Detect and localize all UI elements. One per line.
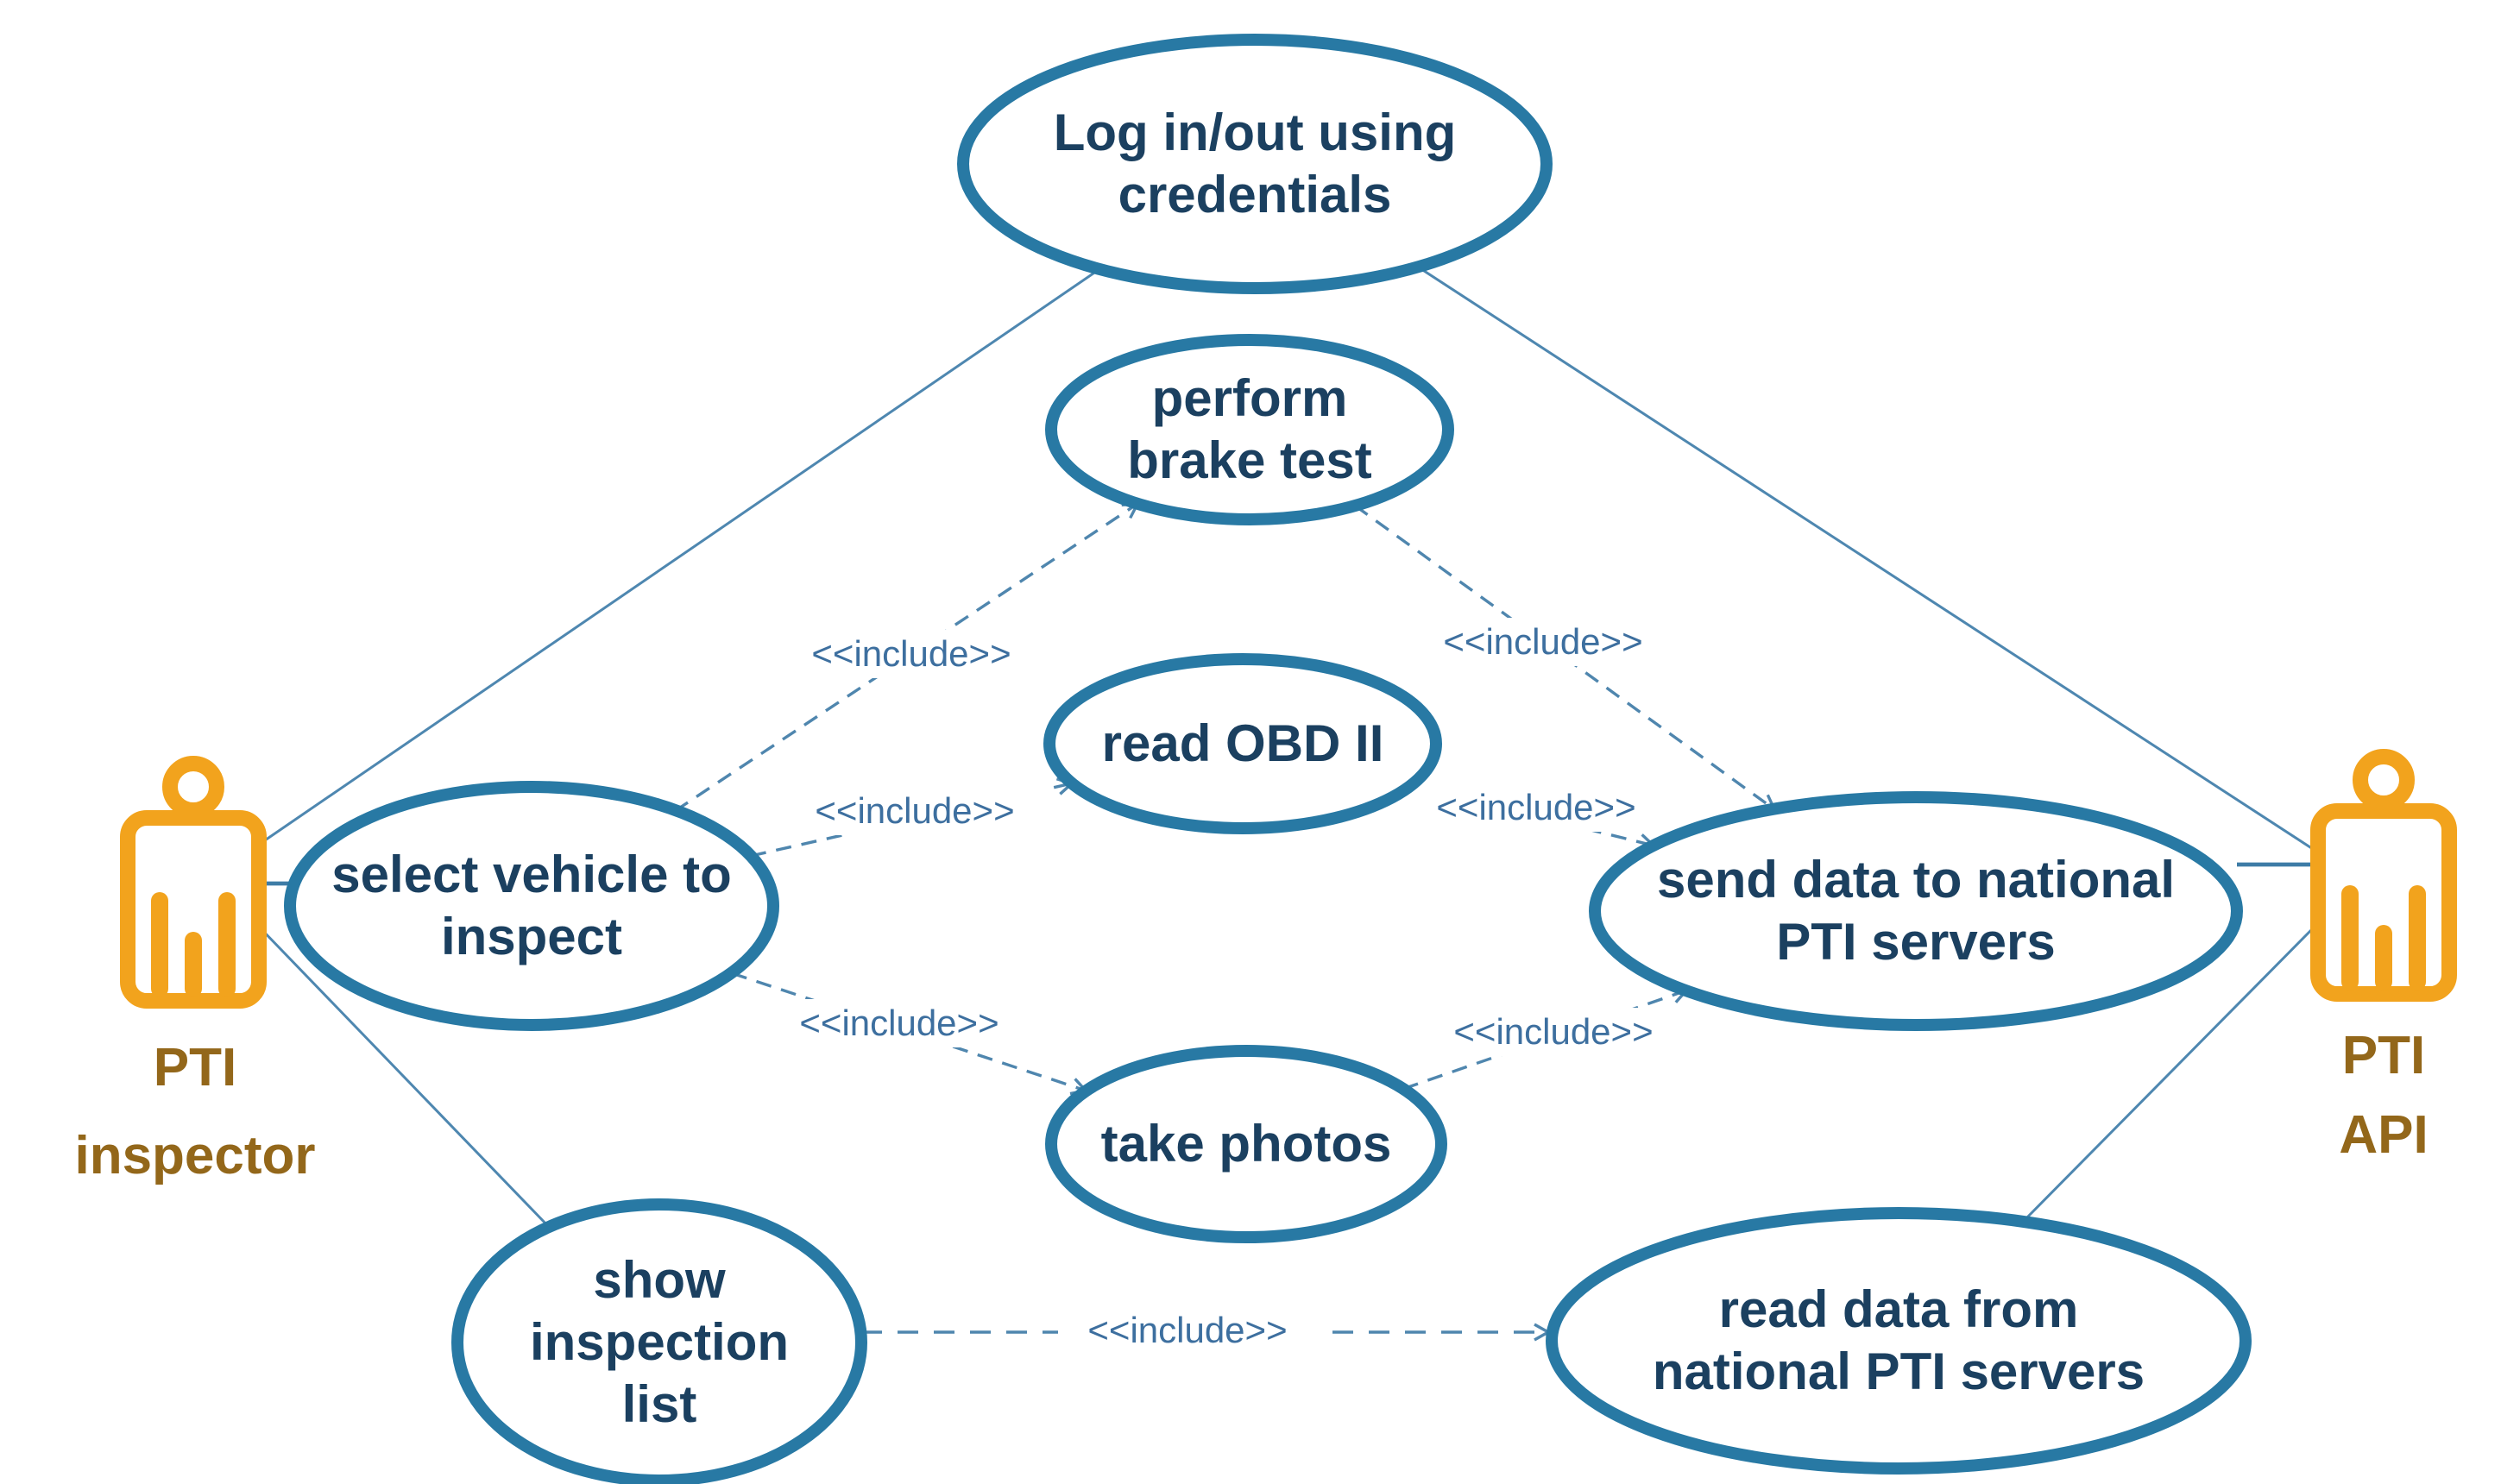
include-label: <<include>> [1424,1008,1683,1056]
association-api-read-data [2021,927,2315,1223]
label-mask [1414,618,1673,666]
include-label: <<include>> [1058,1305,1317,1353]
use-case-select-vehicle: select vehicle to inspect [284,781,779,1031]
use-case-label: national PTI servers [1653,1343,2145,1400]
actor-label: inspector [74,1126,315,1185]
use-case-label: Log in/out using [1054,104,1457,161]
use-case-perform-brake-test: perform brake test [1045,334,1454,525]
person-leg-middle [2375,925,2392,990]
use-case-label: send data to national [1657,851,2175,909]
include-arrow-read-obd-to-send-data [1409,783,1657,852]
use-case-ellipse [1589,791,2243,1031]
include-label: <<include>> [770,999,1029,1047]
include-label-text: <<include>> [1443,621,1642,662]
person-leg-middle [185,932,202,997]
person-body [120,810,267,1009]
person-leg-left [2341,885,2359,990]
include-arrow-select-to-brake-test [674,502,1140,813]
include-label: <<include>> [782,630,1041,678]
use-case-label: show [593,1251,726,1309]
actor-pti-inspector: PTI inspector [74,756,316,1185]
association-api-login [1418,266,2314,851]
use-case-label: inspect [441,908,622,965]
use-case-label: read data from [1719,1280,2079,1338]
person-icon [2310,749,2457,1002]
include-label: <<include>> [1414,618,1673,666]
use-case-ellipse [451,1198,867,1484]
actor-pti-api: PTI API [2310,749,2457,1165]
person-head [162,756,224,818]
include-labels: <<include>> <<include>> <<include>> <<in… [770,618,1683,1353]
association-lines [257,266,2315,1229]
use-case-label: credentials [1118,166,1392,223]
use-case-show-inspection-list: show inspection list [451,1198,867,1484]
actor-label: PTI [154,1038,236,1097]
use-case-label: PTI servers [1776,913,2056,971]
use-case-label: select vehicle to [331,846,732,903]
use-case-read-obd-ii: read OBD II [1043,653,1442,834]
association-inspector-show-inspection-list [257,925,551,1229]
use-case-send-data: send data to national PTI servers [1589,791,2243,1031]
include-label-text: <<include>> [799,1003,999,1043]
person-head [2353,749,2415,811]
include-label-text: <<include>> [1087,1310,1287,1350]
use-case-label: brake test [1127,431,1371,489]
actor-label: PTI [2342,1026,2425,1085]
include-label-text: <<include>> [1453,1011,1653,1052]
include-label: <<include>> [785,787,1044,835]
person-leg-left [151,892,168,997]
actor-label: API [2339,1105,2428,1165]
use-cases: Log in/out using credentials perform bra… [284,34,2252,1484]
use-case-label: inspection [530,1313,789,1371]
use-case-label: perform [1152,369,1348,427]
association-inspector-login [261,267,1100,844]
label-mask [782,630,1041,678]
use-case-login: Log in/out using credentials [957,34,1553,294]
label-mask [1058,1305,1317,1353]
use-case-read-data: read data from national PTI servers [1546,1207,2252,1475]
include-label-text: <<include>> [811,633,1011,674]
label-mask [1407,783,1666,832]
label-mask [1424,1008,1683,1056]
include-label: <<include>> [1407,783,1666,832]
person-leg-right [218,892,236,997]
use-case-ellipse [1043,653,1442,834]
label-mask [770,999,1029,1047]
use-case-ellipse [957,34,1553,294]
use-case-ellipse [1045,1045,1447,1243]
use-case-label: take photos [1101,1115,1392,1173]
use-case-label: read OBD II [1102,714,1384,772]
use-case-ellipse [284,781,779,1031]
label-mask [785,787,1044,835]
use-case-ellipse [1045,334,1454,525]
use-case-take-photos: take photos [1045,1045,1447,1243]
person-body [2310,803,2457,1002]
person-icon [120,756,267,1009]
include-label-text: <<include>> [1436,787,1635,827]
use-case-label: list [622,1375,697,1433]
person-leg-right [2409,885,2426,990]
include-label-text: <<include>> [815,790,1014,831]
use-case-ellipse [1546,1207,2252,1475]
